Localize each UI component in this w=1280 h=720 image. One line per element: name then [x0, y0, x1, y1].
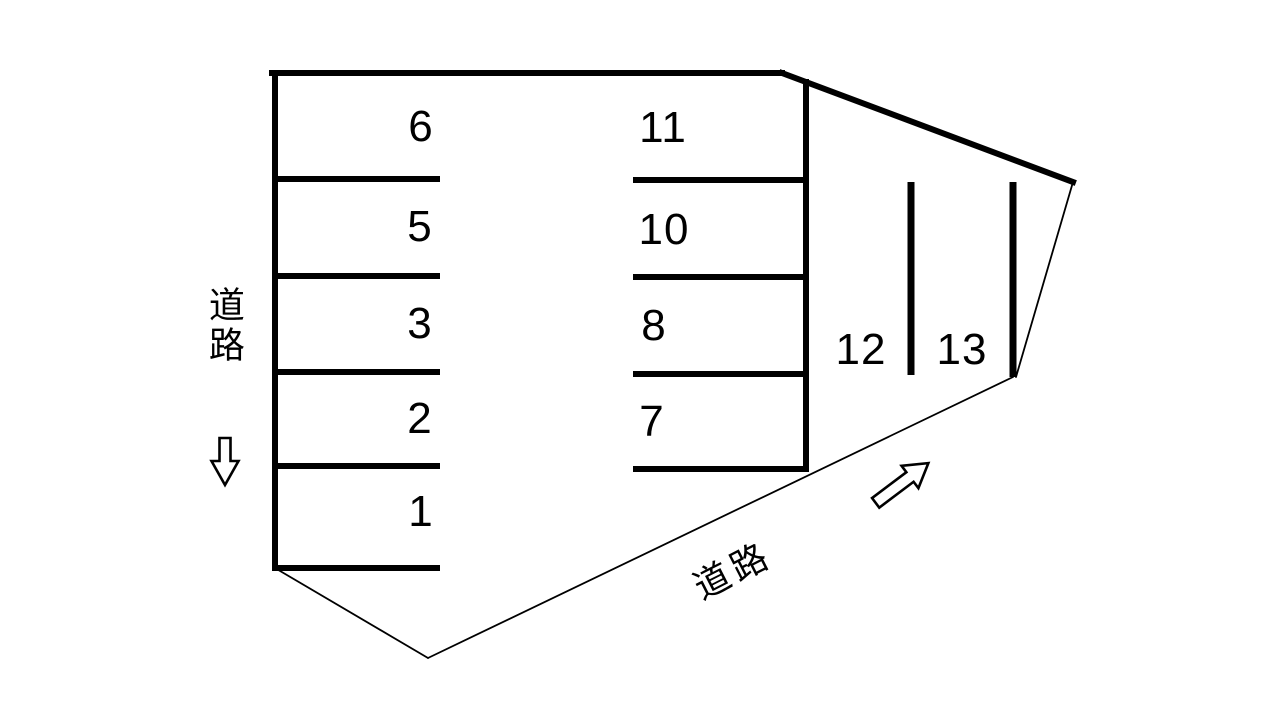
space-5-label: 5	[407, 202, 433, 251]
northeast-arrow-icon	[870, 461, 931, 510]
space-3-label: 3	[407, 299, 433, 348]
space-11-label: 11	[639, 103, 687, 152]
space-10-label: 10	[638, 205, 690, 254]
space-12-label: 12	[835, 325, 887, 374]
space-7-label: 7	[639, 397, 665, 446]
space-6-label: 6	[408, 102, 434, 151]
space-2-label: 2	[407, 394, 433, 443]
road-boundary-right	[1015, 181, 1074, 378]
down-arrow-icon	[209, 436, 241, 488]
lot-topright-diagonal-edge	[778, 69, 1077, 186]
space-8-label: 8	[641, 301, 667, 350]
road-label-left: 道路	[203, 286, 245, 366]
road-boundary-bottom	[427, 376, 1014, 659]
space-13-label: 13	[936, 325, 988, 374]
space-1-label: 1	[408, 487, 434, 536]
road-boundary-bottomleft	[274, 567, 429, 659]
